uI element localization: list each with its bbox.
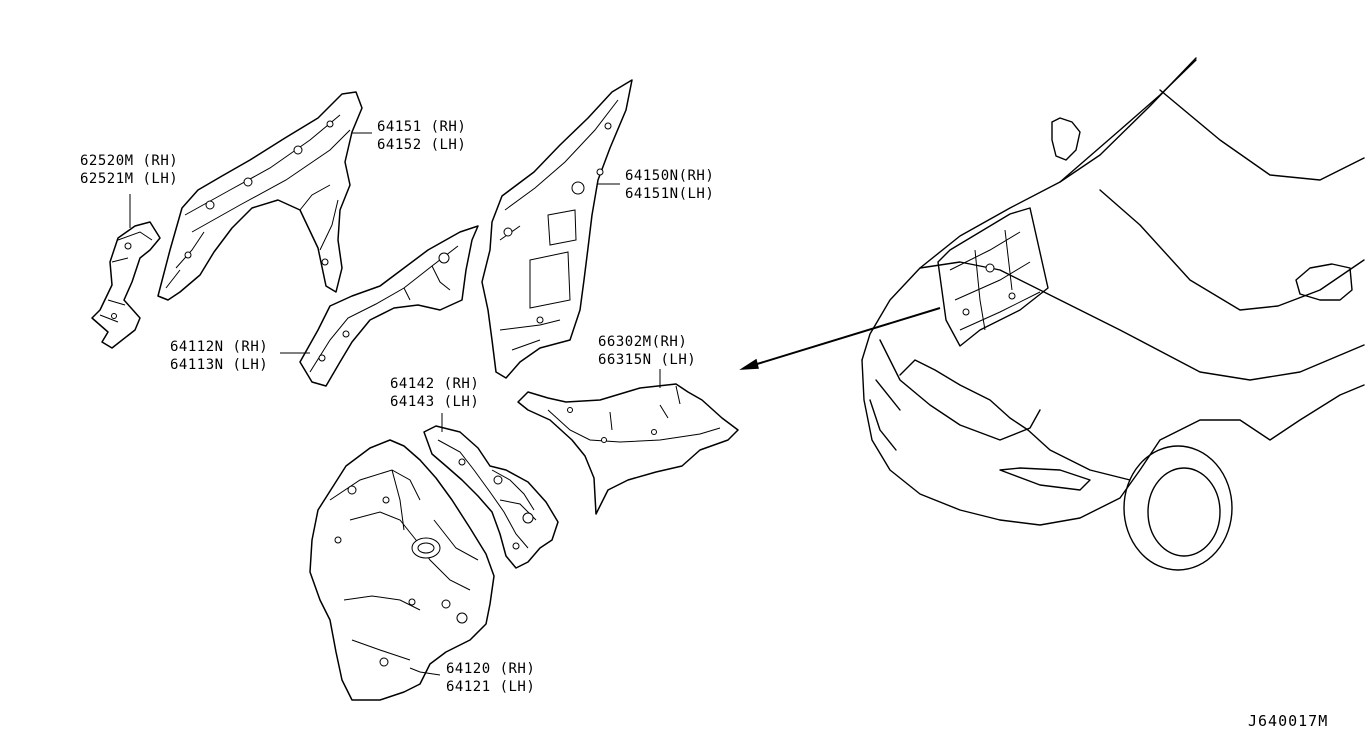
part-64120-wheel-housing[interactable]	[309, 439, 495, 701]
callout-64112n: 64112N (RH) 64113N (LH)	[170, 338, 268, 374]
callout-line-rh: 64142 (RH)	[390, 376, 480, 392]
part-64112n-rail[interactable]	[299, 225, 479, 387]
callout-64120: 64120 (RH) 64121 (LH)	[446, 660, 535, 696]
part-64150n-apron[interactable]	[481, 79, 633, 379]
callout-64150n: 64150N(RH) 64151N(LH)	[625, 167, 714, 203]
callout-line-lh: 64121 (LH)	[446, 679, 536, 695]
leader-lines	[129, 132, 661, 676]
callout-line-lh: 64143 (LH)	[390, 394, 480, 410]
callout-66302m: 66302M(RH) 66315N (LH)	[598, 333, 696, 369]
callout-line-lh: 64152 (LH)	[377, 137, 467, 153]
callout-line-rh: 62520M (RH)	[80, 153, 179, 169]
callout-line-lh: 66315N (LH)	[598, 352, 697, 368]
callout-line-lh: 64151N(LH)	[625, 186, 715, 202]
callout-line-lh: 62521M (LH)	[80, 171, 179, 187]
callout-line-lh: 64113N (LH)	[170, 357, 269, 373]
location-arrow	[739, 307, 941, 370]
car-illustration	[861, 57, 1365, 571]
callout-62520m: 62520M (RH) 62521M (LH)	[80, 152, 178, 188]
callout-64142: 64142 (RH) 64143 (LH)	[390, 375, 479, 411]
callout-line-rh: 64151 (RH)	[377, 119, 467, 135]
callout-line-rh: 66302M(RH)	[598, 334, 688, 350]
part-62520m-bracket[interactable]	[91, 221, 161, 349]
diagram-code: J640017M	[1248, 712, 1329, 730]
part-64151-hoodledge[interactable]	[157, 91, 363, 301]
callout-line-rh: 64120 (RH)	[446, 661, 536, 677]
part-64142-reinforcement[interactable]	[423, 425, 559, 569]
callout-line-rh: 64150N(RH)	[625, 168, 715, 184]
part-66302m-cowl[interactable]	[517, 383, 739, 515]
callout-line-rh: 64112N (RH)	[170, 339, 269, 355]
callout-64151: 64151 (RH) 64152 (LH)	[377, 118, 466, 154]
